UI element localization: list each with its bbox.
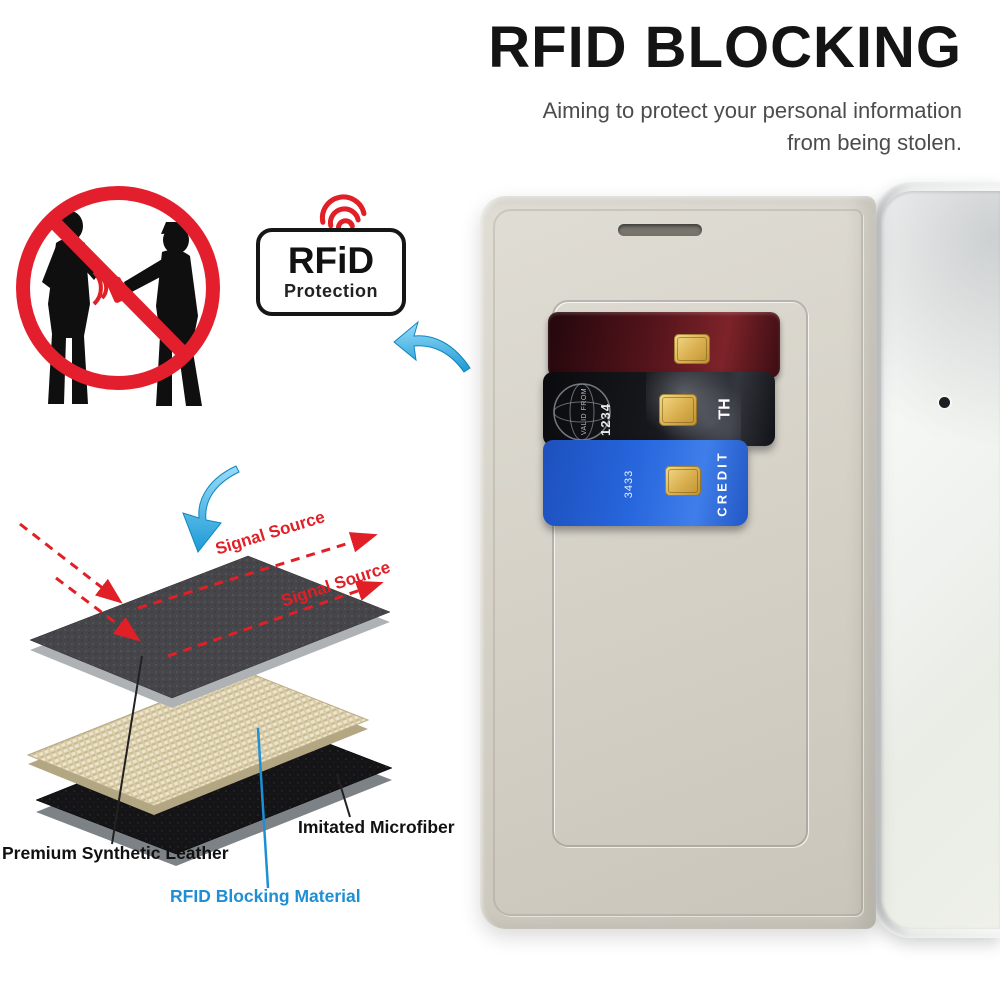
phone: [872, 182, 1000, 938]
credit-card-red: [548, 312, 780, 378]
layer-top-leather: [29, 555, 391, 708]
arrow-left-icon: [393, 320, 471, 373]
card-chip: [665, 466, 701, 496]
phone-screen: [881, 191, 1000, 929]
arrow-down-icon: [182, 465, 240, 553]
layers-diagram: [19, 465, 393, 889]
header: RFID BLOCKING Aiming to protect your per…: [488, 15, 962, 159]
card-chip: [659, 394, 697, 426]
callout-lines: [111, 655, 351, 889]
rfid-protection-badge: RFiD Protection: [256, 228, 406, 316]
subtitle: Aiming to protect your personal informat…: [488, 95, 962, 159]
credit-card-black: VALID FROM 1234 TH: [543, 372, 775, 446]
prohibition-circle-icon: [16, 186, 220, 390]
label-premium-synthetic-leather: Premium Synthetic Leather: [2, 843, 229, 863]
camera-punch-hole-icon: [939, 397, 950, 408]
signal-arrows: [19, 522, 384, 658]
card-valid-label: VALID FROM: [581, 387, 589, 436]
card-pocket-outline: [552, 300, 808, 847]
label-rfid-blocking-material: RFID Blocking Material: [170, 886, 361, 906]
case-stitch-line: [493, 209, 863, 916]
subtitle-line-2: from being stolen.: [787, 129, 962, 155]
credit-card-blue: 3433 CREDIT: [543, 440, 748, 526]
page-title: RFID BLOCKING: [488, 15, 962, 80]
badge-title: RFiD: [287, 240, 375, 281]
speaker-slot: [618, 224, 702, 236]
no-data-theft-illustration: [16, 186, 220, 406]
card-credit-text: CREDIT: [714, 450, 730, 517]
subtitle-line-1: Aiming to protect your personal informat…: [542, 97, 962, 123]
card-chip: [674, 334, 710, 364]
badge-subtitle: Protection: [283, 281, 378, 301]
card-number: 1234: [597, 403, 613, 436]
label-imitated-microfiber: Imitated Microfiber: [298, 817, 455, 837]
card-brand-text: TH: [716, 398, 734, 420]
card-number: 3433: [623, 469, 636, 499]
